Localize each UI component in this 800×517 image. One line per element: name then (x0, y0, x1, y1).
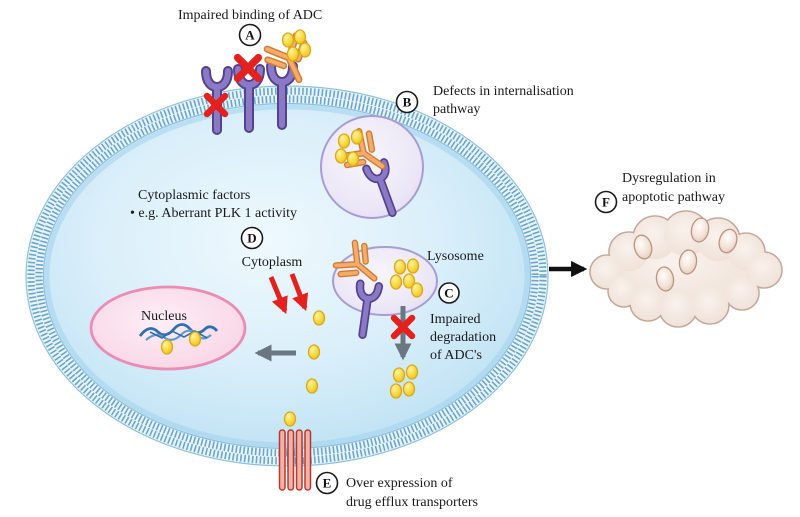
label-a-letter: A (245, 28, 255, 43)
label-b-text-line2: pathway (433, 102, 480, 117)
tumour-cell (25, 85, 549, 467)
label-d-letter: D (247, 231, 256, 246)
drug-molecule (160, 339, 174, 355)
label-c-text-line3: of ADC's (430, 348, 482, 363)
label-e-badge: E (315, 471, 339, 495)
cytoplasmic-factor-arrows (268, 273, 309, 315)
label-c-letter: C (444, 286, 453, 301)
apoptotic-blebs (633, 217, 738, 292)
label-f-letter: F (602, 195, 610, 210)
red-arrow (289, 273, 309, 312)
text-labels: Impaired binding of ADC Defects in inter… (130, 8, 725, 510)
label-f-text-line1: Dysregulation in (622, 171, 716, 186)
red-arrow (268, 276, 288, 315)
label-a-badge: A (238, 23, 262, 47)
label-b-badge: B (395, 90, 419, 114)
label-b-text-line1: Defects in internalisation (433, 84, 574, 99)
label-f-text-line2: apoptotic pathway (622, 190, 725, 205)
drug-molecule (188, 331, 202, 347)
label-c-text-line1: Impaired (430, 312, 481, 327)
impaired-degradation-scene (389, 306, 419, 399)
label-c-badge: C (438, 282, 460, 304)
label-e-text-line2: drug efflux transporters (346, 495, 478, 510)
lysosome-body (332, 246, 438, 316)
lysosome-label: Lysosome (427, 249, 484, 264)
letter-badges: A B C D E F (238, 23, 618, 495)
apoptotic-cell (589, 210, 783, 328)
label-b-letter: B (403, 95, 412, 110)
cytoplasmic-factors-heading: Cytoplasmic factors (138, 188, 250, 203)
label-e-text-line1: Over expression of (346, 476, 453, 491)
label-a-text: Impaired binding of ADC (178, 8, 322, 23)
label-f-badge: F (594, 190, 618, 214)
label-e-letter: E (323, 476, 332, 491)
nucleus: Nucleus (89, 285, 247, 371)
cytoplasm-label: Cytoplasm (242, 255, 303, 270)
nucleus-body (89, 285, 247, 371)
label-d-badge: D (240, 226, 264, 250)
endosome-body (320, 115, 424, 219)
cytoplasmic-factors-bullet: • e.g. Aberrant PLK 1 activity (130, 206, 297, 221)
label-c-text-line2: degradation (430, 330, 496, 345)
drug-efflux-transporter (278, 429, 312, 491)
lysosome: Lysosome (333, 240, 484, 336)
endosome-vesicle (320, 115, 424, 219)
nucleus-label: Nucleus (141, 309, 187, 324)
